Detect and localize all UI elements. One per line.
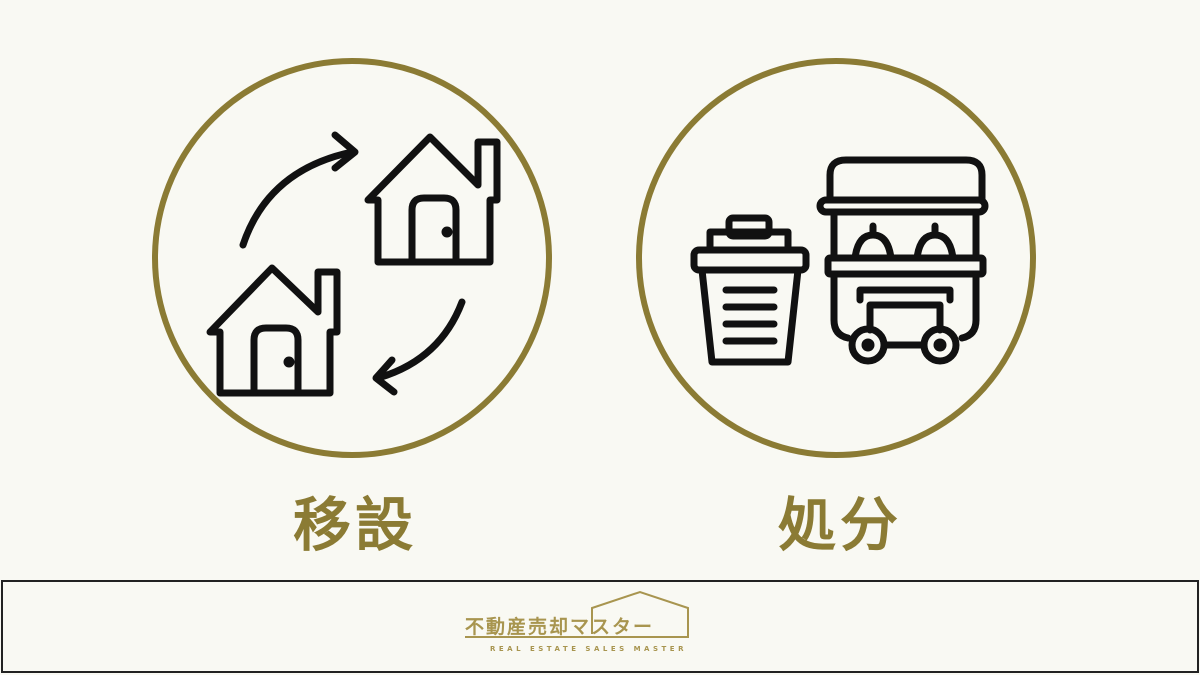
trash-and-cart-icon [690,156,989,366]
logo-text: 不動産売却マスター [465,616,655,638]
disposal-label: 処分 [777,491,902,559]
left-circle [152,58,552,458]
house-relocation-icon [206,131,501,397]
relocation-label: 移設 [292,491,417,559]
logo-subtitle: REAL ESTATE SALES MASTER [490,645,687,653]
right-circle [636,58,1036,458]
